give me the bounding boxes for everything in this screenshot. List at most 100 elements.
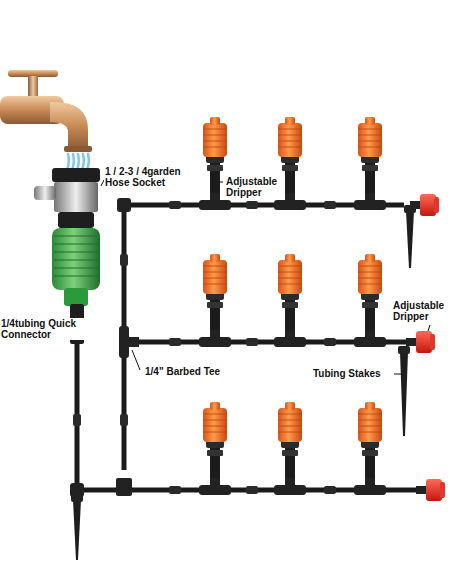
dripper-cap: [285, 117, 295, 125]
dripper-cap: [358, 123, 382, 157]
dripper-stem: [207, 302, 223, 308]
water: [72, 154, 74, 170]
tubing-stake: [398, 346, 410, 354]
cap-rib: [358, 129, 382, 130]
water: [77, 154, 79, 170]
tube-joint: [120, 414, 128, 426]
cap-rib: [203, 278, 227, 279]
water: [87, 154, 89, 170]
cap-rib: [203, 426, 227, 427]
dripper-stem: [207, 450, 223, 456]
faucet-handle: [28, 76, 38, 98]
tubing-stake: [73, 500, 81, 560]
tube-joint: [169, 201, 181, 209]
dripper-stem: [362, 450, 378, 456]
connector-rib: [54, 268, 98, 269]
cap-rib: [278, 272, 302, 273]
part-label: 1 / 2-3 / 4garden Hose Socket: [104, 166, 202, 188]
connector-rib: [54, 236, 98, 237]
dripper-cap: [365, 254, 375, 262]
dripper-cap: [365, 402, 375, 410]
cap-rib: [278, 129, 302, 130]
tube-joint: [246, 486, 258, 494]
tube-joint: [324, 201, 336, 209]
cap-rib: [203, 272, 227, 273]
tube-joint: [246, 338, 258, 346]
hose-socket: [58, 212, 94, 228]
water: [67, 154, 69, 170]
cap-rib: [358, 426, 382, 427]
dripper-stem: [207, 165, 223, 171]
leader-line: [394, 374, 402, 375]
dripper-stem: [282, 302, 298, 308]
dripper-stem: [362, 302, 378, 308]
water: [82, 154, 84, 170]
cap-rib: [358, 147, 382, 148]
hose-socket: [54, 182, 98, 212]
cap-rib: [278, 135, 302, 136]
tube-joint: [169, 338, 181, 346]
faucet-spout: [64, 146, 92, 152]
tubing-stake: [400, 352, 408, 436]
red-dripper: [416, 331, 432, 353]
cap-rib: [278, 420, 302, 421]
tube-joint: [324, 338, 336, 346]
cap-rib: [278, 278, 302, 279]
cap-rib: [358, 272, 382, 273]
faucet-spout: [50, 102, 88, 150]
cap-rib: [358, 135, 382, 136]
cap-rib: [203, 414, 227, 415]
red-dripper: [440, 482, 445, 498]
part-label: 1/4" Barbed Tee: [144, 366, 236, 377]
dripper-cap: [210, 402, 220, 410]
red-dripper: [430, 334, 435, 350]
dripper-cap: [278, 260, 302, 294]
tube-joint: [73, 414, 81, 426]
cap-rib: [203, 135, 227, 136]
cap-rib: [203, 420, 227, 421]
dripper-cap: [203, 408, 227, 442]
part-label: Tubing Stakes: [312, 368, 394, 379]
tube-joint: [169, 486, 181, 494]
red-dripper: [434, 197, 439, 213]
tubing-stake: [406, 211, 414, 268]
red-dripper: [426, 479, 442, 501]
cap-rib: [203, 266, 227, 267]
hose-socket: [52, 168, 100, 182]
tubing-stake: [71, 494, 83, 502]
cap-rib: [358, 420, 382, 421]
connector-rib: [54, 260, 98, 261]
barbed-tee: [127, 337, 139, 347]
connector-rib: [54, 276, 98, 277]
cap-rib: [278, 147, 302, 148]
cap-rib: [358, 141, 382, 142]
cap-rib: [278, 141, 302, 142]
dripper-cap: [203, 123, 227, 157]
red-dripper: [420, 194, 436, 216]
tubing: [77, 205, 420, 490]
dripper-cap: [203, 260, 227, 294]
tube: [77, 340, 420, 490]
dripper-cap: [285, 402, 295, 410]
dripper-cap: [285, 254, 295, 262]
dripper-stem: [362, 165, 378, 171]
leader-line: [218, 182, 223, 183]
cap-rib: [358, 284, 382, 285]
fittings: [0, 70, 445, 560]
elbow: [117, 198, 131, 212]
cap-rib: [358, 278, 382, 279]
tube-joint: [120, 254, 128, 266]
connector-rib: [54, 252, 98, 253]
dripper-cap: [278, 123, 302, 157]
dripper-stem: [282, 450, 298, 456]
connector-rib: [54, 244, 98, 245]
cap-rib: [358, 266, 382, 267]
dripper-cap: [358, 260, 382, 294]
cap-rib: [278, 284, 302, 285]
leader-line: [132, 350, 140, 370]
cap-rib: [203, 147, 227, 148]
cap-rib: [358, 414, 382, 415]
dripper-cap: [278, 408, 302, 442]
